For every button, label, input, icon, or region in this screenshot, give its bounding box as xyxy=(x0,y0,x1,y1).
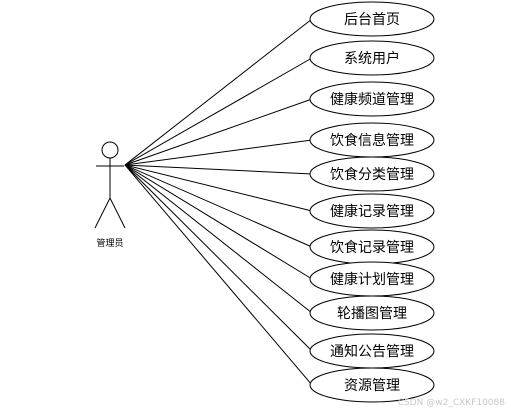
use-case-label: 健康记录管理 xyxy=(330,203,414,220)
use-case: 健康计划管理 xyxy=(309,261,435,297)
association-line xyxy=(124,57,313,166)
actor-head xyxy=(101,141,119,159)
use-case: 饮食信息管理 xyxy=(309,122,435,158)
actor-right-leg xyxy=(109,197,126,229)
use-case-ellipse xyxy=(309,40,435,76)
actor-label: 管理员 xyxy=(96,237,123,249)
use-case-ellipse xyxy=(309,367,435,403)
use-case-label: 健康计划管理 xyxy=(330,271,414,288)
use-case-label: 系统用户 xyxy=(344,50,400,67)
use-case-label: 饮食记录管理 xyxy=(330,239,414,256)
association-line xyxy=(124,164,313,352)
use-case-label: 通知公告管理 xyxy=(330,343,414,360)
use-case-ellipse xyxy=(309,1,435,37)
association-lines xyxy=(124,18,313,386)
actor-manager: 管理员 xyxy=(94,141,126,249)
association-line xyxy=(124,164,313,175)
use-case-label: 饮食分类管理 xyxy=(330,166,414,183)
use-case: 健康频道管理 xyxy=(309,81,435,117)
association-line xyxy=(124,164,313,280)
use-case-ellipse xyxy=(309,295,435,331)
use-case-ellipse xyxy=(309,193,435,229)
use-case: 饮食分类管理 xyxy=(309,156,435,192)
use-case-label: 饮食信息管理 xyxy=(330,132,414,149)
use-case: 健康记录管理 xyxy=(309,193,435,229)
association-line xyxy=(124,164,313,314)
watermark: CSDN @w2_CXKF10088 xyxy=(398,398,506,408)
association-line xyxy=(124,18,313,166)
use-case: 通知公告管理 xyxy=(309,333,435,369)
use-case-ellipse xyxy=(309,81,435,117)
association-line xyxy=(124,164,313,386)
use-case-label: 资源管理 xyxy=(344,378,400,394)
association-line xyxy=(124,164,313,212)
use-case-label: 轮播图管理 xyxy=(337,306,407,322)
use-case-label: 后台首页 xyxy=(344,12,400,28)
use-case-label: 健康频道管理 xyxy=(330,91,414,108)
use-case: 轮播图管理 xyxy=(309,295,435,331)
use-case: 后台首页 xyxy=(309,1,435,37)
association-line xyxy=(124,139,313,166)
use-case-list: 后台首页系统用户健康频道管理饮食信息管理饮食分类管理健康记录管理饮食记录管理健康… xyxy=(309,1,435,403)
use-case-ellipse xyxy=(309,156,435,192)
use-case: 资源管理 xyxy=(309,367,435,403)
actor-left-leg xyxy=(94,197,111,229)
association-line xyxy=(124,164,313,248)
use-case: 饮食记录管理 xyxy=(309,229,435,265)
association-line xyxy=(124,98,313,166)
use-case: 系统用户 xyxy=(309,40,435,76)
